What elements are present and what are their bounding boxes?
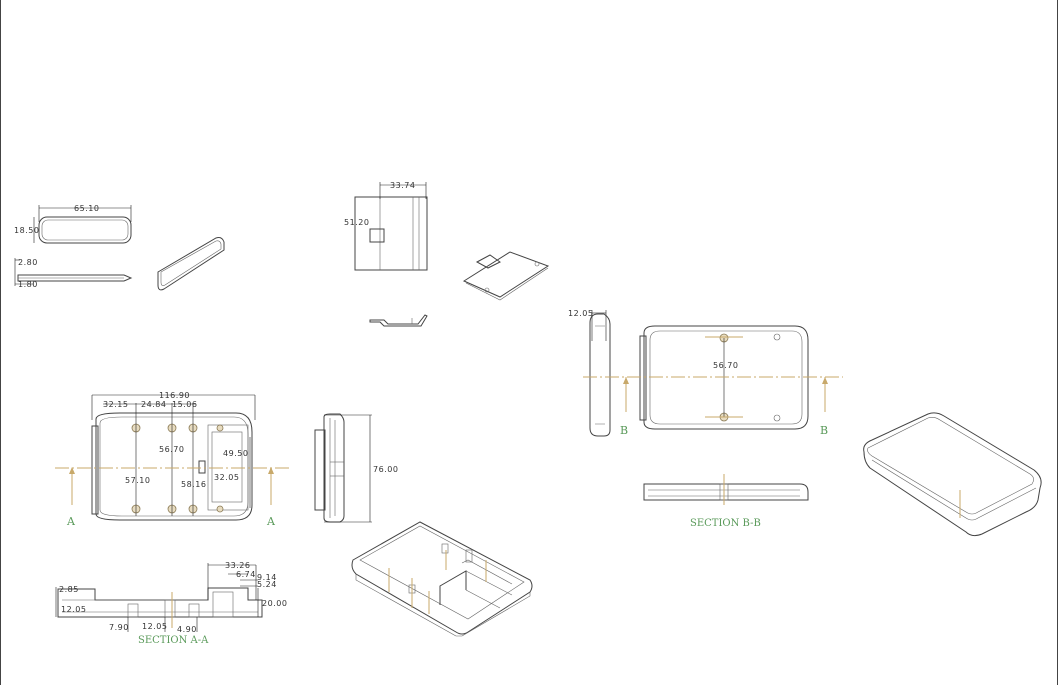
battery-door-isometric bbox=[462, 251, 550, 301]
dim-sec-a-d7: 6.74 bbox=[236, 570, 256, 579]
dim-sec-a-d3: 7.90 bbox=[109, 623, 129, 632]
dim-sec-a-d4: 12.05 bbox=[142, 622, 167, 631]
dim-door-width: 33.74 bbox=[390, 181, 415, 190]
dim-sec-a-d2: 12.05 bbox=[61, 605, 86, 614]
section-b-b: SECTION B-B bbox=[643, 474, 809, 529]
lid-side-view: 2.80 1.80 bbox=[14, 258, 133, 289]
section-mark-b-left: B bbox=[620, 424, 628, 437]
dim-door-height: 51.20 bbox=[344, 218, 369, 227]
dim-lid-height: 18.50 bbox=[14, 226, 39, 235]
bottom-view: 56.70 12.05 B B bbox=[568, 309, 843, 437]
battery-door-top-view: 33.74 51.20 bbox=[344, 181, 428, 271]
dim-bottom-wall: 12.05 bbox=[568, 309, 593, 318]
dim-plan-d4: 57.10 bbox=[125, 476, 150, 485]
section-mark-b-right: B bbox=[820, 424, 828, 437]
battery-door-side-view bbox=[369, 314, 428, 327]
dim-lid-thickness-a: 2.80 bbox=[18, 258, 38, 267]
dim-side-length: 76.00 bbox=[373, 465, 398, 474]
section-a-a: 2.85 12.05 7.90 12.05 4.90 33.26 6.74 9.… bbox=[55, 561, 287, 646]
dim-sec-a-d1: 2.85 bbox=[59, 585, 79, 594]
dim-sec-a-d5: 4.90 bbox=[177, 625, 197, 634]
dim-bottom-boss-spacing: 56.70 bbox=[713, 361, 738, 370]
section-mark-a-left: A bbox=[66, 515, 76, 528]
dim-opening-width: 32.05 bbox=[214, 473, 239, 482]
dim-lid-thickness-b: 1.80 bbox=[18, 280, 38, 289]
enclosure-isometric-assembled bbox=[863, 412, 1042, 537]
section-b-title: SECTION B-B bbox=[690, 518, 761, 529]
plan-view: 116.90 32.15 24.84 15.06 56.70 57.10 58.… bbox=[55, 391, 292, 528]
dim-lid-width: 65.10 bbox=[74, 204, 99, 213]
dim-plan-d5: 58.16 bbox=[181, 480, 206, 489]
dim-sec-a-d8: 9.14 bbox=[257, 573, 277, 582]
dim-overall-length: 116.90 bbox=[159, 391, 190, 400]
dim-opening-height: 49.50 bbox=[223, 449, 248, 458]
lid-top-view: 65.10 18.50 bbox=[14, 204, 132, 244]
enclosure-isometric-cut bbox=[351, 521, 533, 637]
dim-sec-a-d10: 20.00 bbox=[262, 599, 287, 608]
section-mark-a-right: A bbox=[266, 515, 276, 528]
lid-isometric bbox=[157, 237, 225, 291]
dim-plan-d1: 32.15 bbox=[103, 400, 128, 409]
dim-sec-a-d6: 33.26 bbox=[225, 561, 250, 570]
dim-plan-d2: 24.84 bbox=[141, 400, 166, 409]
dim-plan-boss-spacing: 56.70 bbox=[159, 445, 184, 454]
side-view: 76.00 bbox=[314, 413, 398, 523]
dim-plan-d3: 15.06 bbox=[172, 400, 197, 409]
section-a-title: SECTION A-A bbox=[138, 635, 209, 646]
dim-sec-a-d9: 5.24 bbox=[257, 580, 277, 589]
